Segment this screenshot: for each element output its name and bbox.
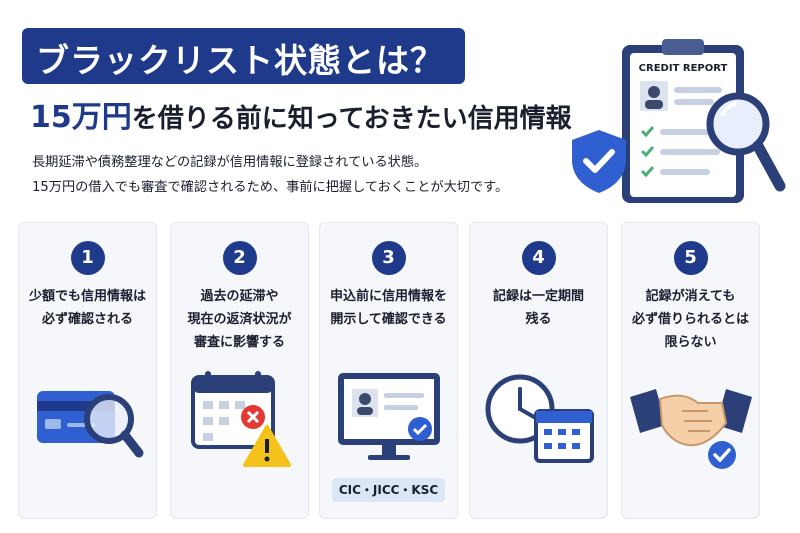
card-text: 少額でも信用情報は 必ず確認される (23, 285, 152, 331)
handshake-icon (629, 389, 752, 469)
page-title: ブラックリスト状態とは？ (36, 41, 444, 80)
card-number: 2 (222, 241, 257, 275)
point-card-1: 1 少額でも信用情報は 必ず確認される (18, 222, 157, 519)
point-card-2: 2 過去の延滞や 現在の返済状況が 審査に影響する (170, 222, 309, 519)
point-card-5: 5 記録が消えても 必ず借りられるとは 限らない (621, 222, 760, 519)
clock-calendar-icon (485, 374, 594, 463)
card-text: 記録は一定期間 残る (474, 285, 603, 331)
point-card-4: 4 記録は一定期間 残る (469, 222, 608, 519)
card-text-line: 記録は一定期間 (492, 289, 584, 304)
description: 長期延滞や債務整理などの記録が信用情報に登録されている状態。 15万円の借入でも… (32, 150, 508, 200)
card-number: 5 (673, 241, 708, 275)
point-card-3: 3 申込前に信用情報を 開示して確認できる CIC・JICC・KSC (319, 222, 458, 519)
card-text-line: 少額でも信用情報は (28, 289, 146, 304)
card-number: 1 (70, 241, 105, 275)
credit-report-illustration: CREDIT REPORT (622, 39, 744, 203)
calendar-warning-icon (190, 371, 291, 467)
card-text-line: 残る (525, 312, 552, 327)
shield-check-icon (572, 130, 626, 193)
subtitle-rest: を借りる前に知っておきたい信用情報 (131, 104, 572, 134)
card-text-line: 申込前に信用情報を (329, 289, 447, 304)
card-text-line: 記録が消えても (645, 289, 736, 304)
card-number: 3 (371, 241, 406, 275)
card-text: 過去の延滞や 現在の返済状況が 審査に影響する (175, 285, 304, 354)
monitor-profile-icon (337, 373, 440, 460)
magnifier-icon (706, 92, 786, 192)
card-text-line: 限らない (664, 335, 717, 350)
credit-card-magnifier-icon (36, 391, 143, 458)
card-text: 記録が消えても 必ず借りられるとは 限らない (626, 285, 755, 354)
card-text-line: 過去の延滞や (200, 289, 279, 304)
card-text-line: 必ず借りられるとは (631, 312, 749, 327)
description-line: 15万円の借入でも審査で確認されるため、事前に把握しておくことが大切です。 (32, 180, 509, 195)
page-subtitle: 15万円を借りる前に知っておきたい信用情報 (30, 92, 572, 136)
card-text-line: 必ず確認される (41, 312, 133, 327)
credit-report-label: CREDIT REPORT (639, 63, 728, 74)
card-text: 申込前に信用情報を 開示して確認できる (324, 285, 453, 331)
card-text-line: 審査に影響する (193, 335, 285, 350)
description-line: 長期延滞や債務整理などの記録が信用情報に登録されている状態。 (32, 155, 428, 170)
card-text-line: 現在の返済状況が (187, 312, 292, 327)
card-text-line: 開示して確認できる (330, 312, 447, 327)
agency-badge: CIC・JICC・KSC (332, 478, 445, 502)
card-number: 4 (521, 241, 556, 275)
title-banner (22, 28, 465, 84)
subtitle-accent: 15万円 (30, 100, 132, 135)
